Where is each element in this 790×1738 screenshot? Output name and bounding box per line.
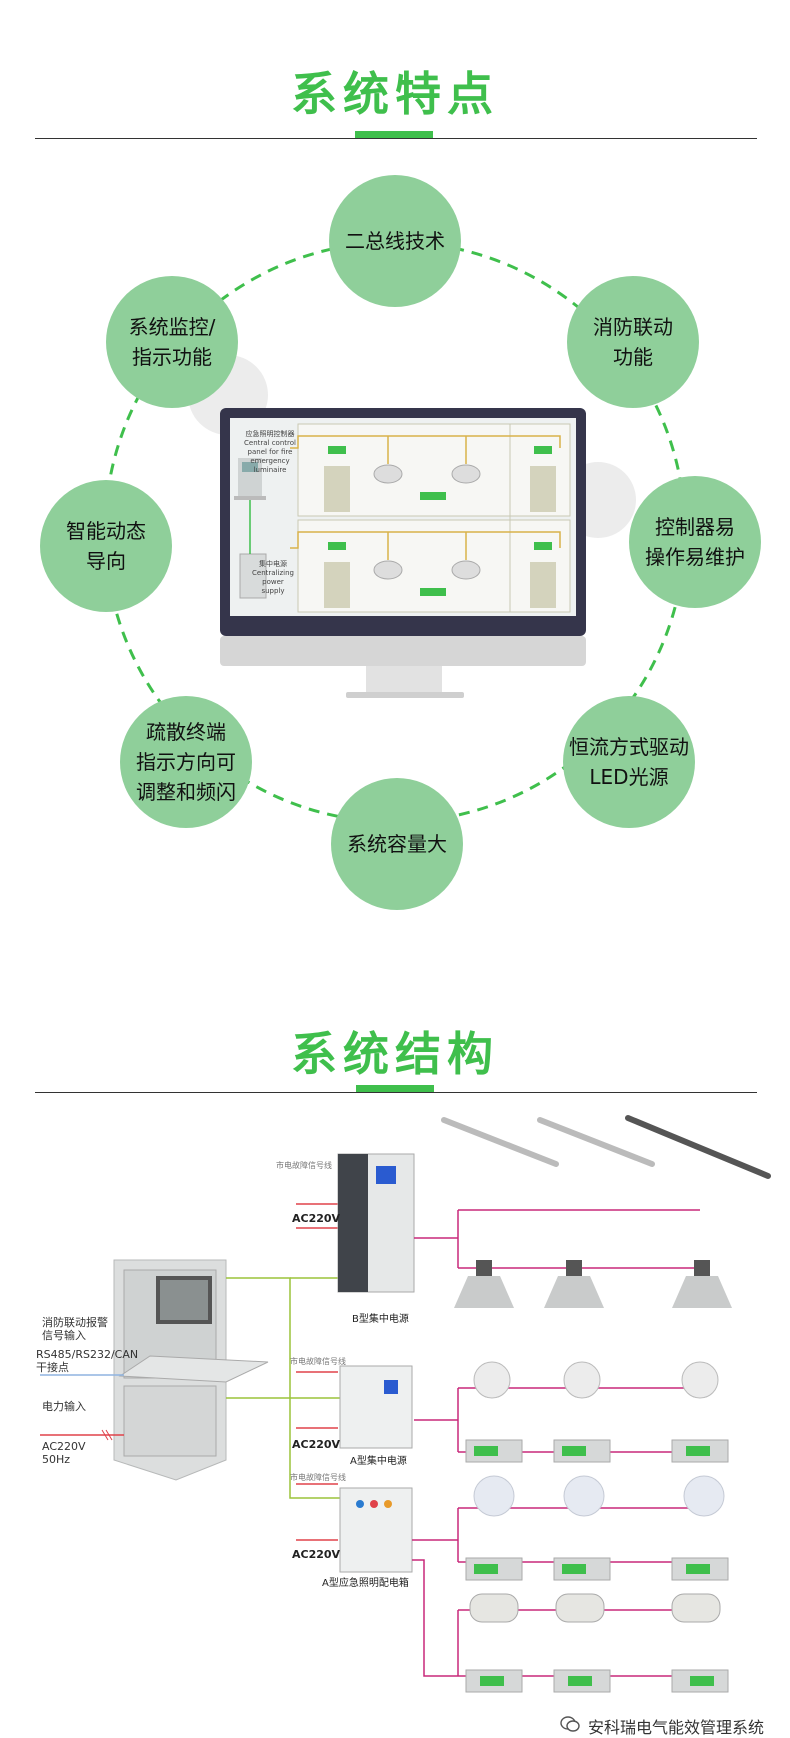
feature-constant-current: 恒流方式驱动 LED光源 — [563, 696, 695, 828]
unit1-ac-label: AC220V — [292, 1212, 341, 1225]
unit2-name: A型集中电源 — [350, 1456, 407, 1467]
power-input-label: 电力输入 — [42, 1400, 86, 1413]
system-structure-diagram — [40, 1115, 771, 1693]
unit1-name: B型集中电源 — [352, 1314, 409, 1325]
comms-label: RS485/RS232/CAN 干接点 — [36, 1348, 139, 1374]
fire-link-input-label: 消防联动报警 信号输入 — [42, 1316, 108, 1342]
section-title-structure: 系统结构 — [291, 1027, 499, 1081]
footer-brand: 安科瑞电气能效管理系统 — [560, 1714, 764, 1738]
title-accent-bar — [355, 131, 433, 138]
footer-text: 安科瑞电气能效管理系统 — [587, 1718, 764, 1737]
feature-monitoring: 系统监控/ 指示功能 — [106, 276, 238, 408]
feature-adjustable-direction: 疏散终端 指示方向可 调整和频闪 — [120, 696, 252, 828]
feature-dynamic-guidance: 智能动态 导向 — [40, 480, 172, 612]
title-rule — [35, 138, 757, 139]
unit2-fault-label: 市电故障信号线 — [290, 1357, 346, 1366]
title-accent-bar-2 — [356, 1085, 434, 1092]
unit1-fault-label: 市电故障信号线 — [276, 1161, 332, 1170]
section-title-features: 系统特点 — [291, 67, 499, 121]
unit3-ac-label: AC220V — [292, 1548, 341, 1561]
power-spec-label: AC220V 50Hz — [42, 1440, 86, 1466]
feature-fire-link: 消防联动 功能 — [567, 276, 699, 408]
panel-label: 应急照明控制器 Central control panel for fire e… — [244, 430, 296, 474]
unit3-name: A型应急照明配电箱 — [322, 1578, 409, 1589]
unit2-ac-label: AC220V — [292, 1438, 341, 1451]
feature-easy-operation: 控制器易 操作易维护 — [629, 476, 761, 608]
feature-two-bus: 二总线技术 — [329, 175, 461, 307]
wechat-icon — [560, 1715, 580, 1737]
feature-large-capacity: 系统容量大 — [331, 778, 463, 910]
monitor-illustration — [220, 408, 586, 698]
unit3-fault-label: 市电故障信号线 — [290, 1473, 346, 1482]
power-label: 集中电源 Centralizing power supply — [252, 560, 294, 595]
title-rule-2 — [35, 1092, 757, 1093]
